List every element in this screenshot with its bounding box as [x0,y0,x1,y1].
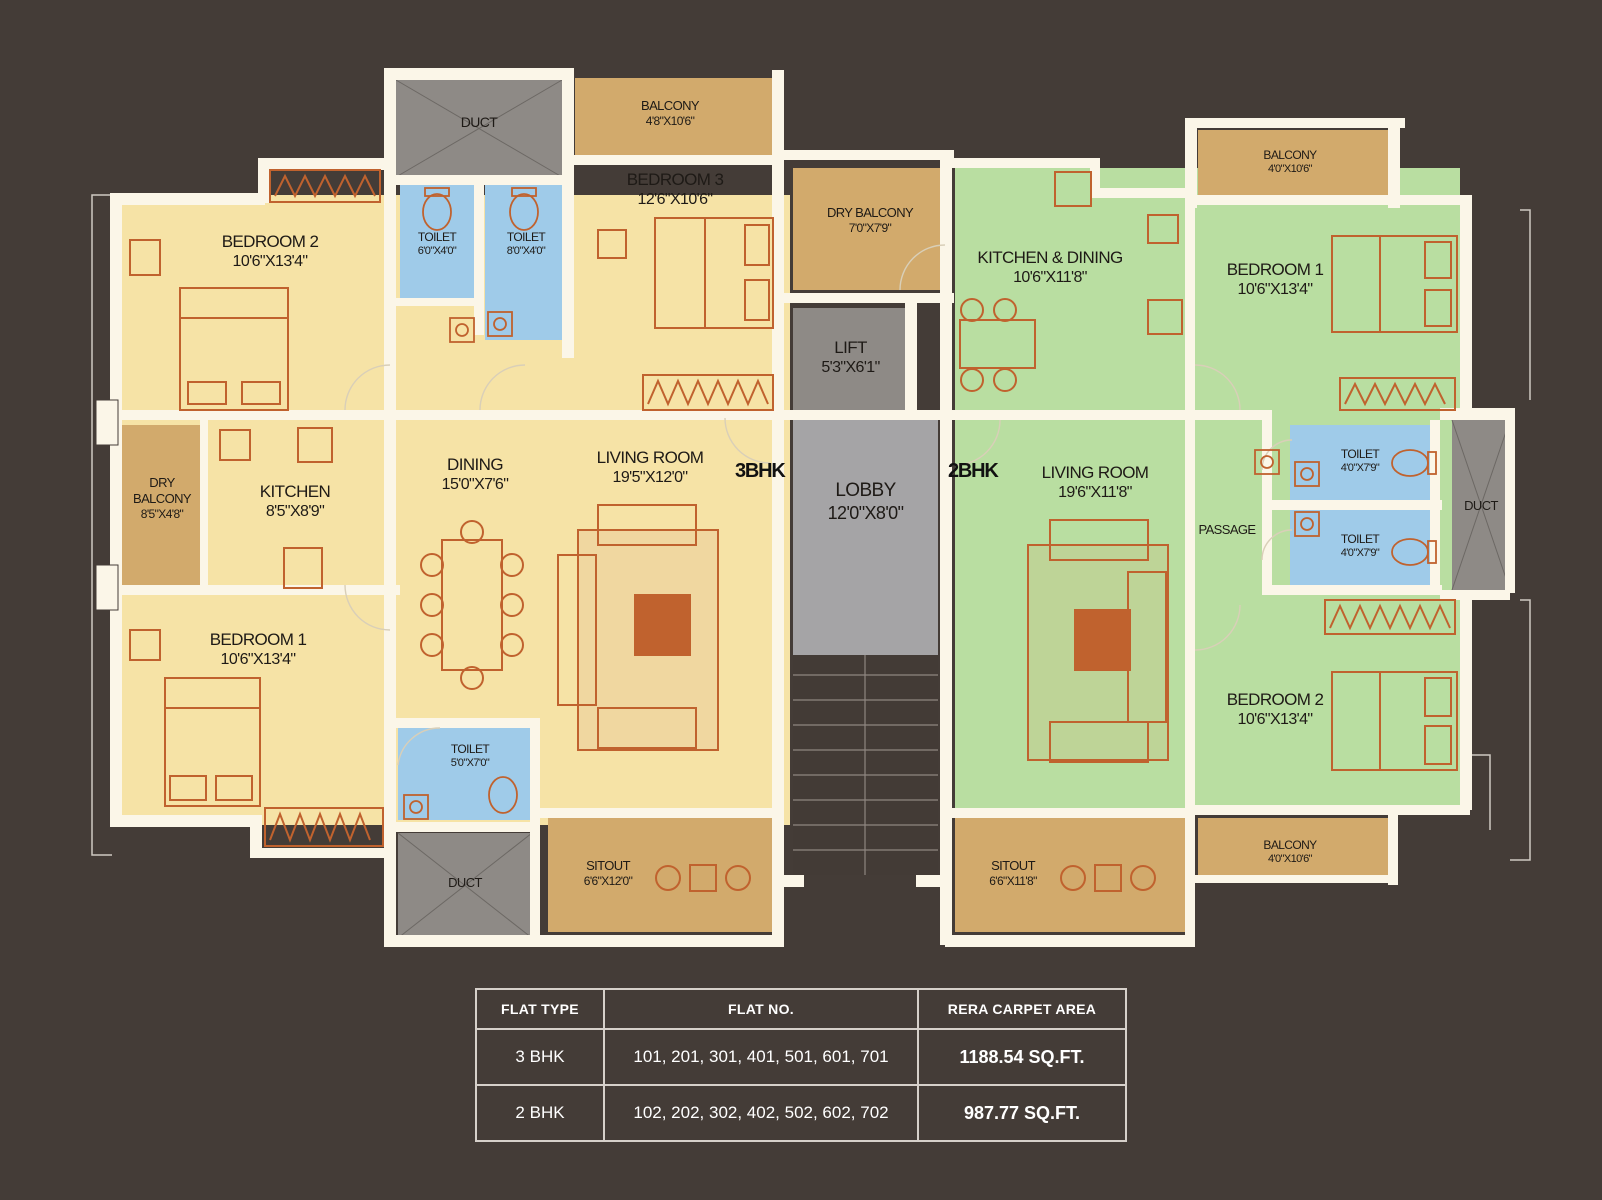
floor-plan [91,68,1531,947]
carpet-area-table: FLAT TYPE FLAT NO. RERA CARPET AREA 3 BH… [475,988,1127,1142]
toilet-a-fill [400,185,474,305]
balcony-right-bottom-fill [1198,818,1388,880]
furniture [129,169,1458,892]
header-carpet-area: RERA CARPET AREA [917,988,1127,1030]
cell-flat-type: 2 BHK [475,1084,605,1142]
walls [110,68,1515,947]
cell-flat-no: 102, 202, 302, 402, 502, 602, 702 [603,1084,919,1142]
lobby-fill [793,420,938,655]
sanitary [403,187,1437,820]
stair-steps [793,655,938,875]
header-flat-no: FLAT NO. [603,988,919,1030]
table-row: 3 BHK 101, 201, 301, 401, 501, 601, 701 … [475,1028,1127,1086]
dry-balcony-left-fill [122,425,202,590]
balcony-top-fill [575,78,782,158]
table-header-row: FLAT TYPE FLAT NO. RERA CARPET AREA [475,988,1127,1030]
balcony-right-top-fill [1198,130,1388,195]
flat-3bhk-tag: 3BHK [735,460,786,482]
toilet-b-fill [485,185,563,340]
table-row: 2 BHK 102, 202, 302, 402, 502, 602, 702 … [475,1084,1127,1142]
cell-flat-no: 101, 201, 301, 401, 501, 601, 701 [603,1028,919,1086]
header-flat-type: FLAT TYPE [475,988,605,1030]
toilet-e-fill [398,728,532,820]
cell-carpet-area: 987.77 SQ.FT. [917,1084,1127,1142]
outer-outline [91,194,1531,861]
cell-flat-type: 3 BHK [475,1028,605,1086]
dry-balcony-mid-fill [793,168,943,290]
window-marks [95,399,119,611]
cell-carpet-area: 1188.54 SQ.FT. [917,1028,1127,1086]
toilet-d-fill [1290,510,1440,585]
duct-crosses [395,79,1511,939]
sitout-3bhk-fill [548,818,780,932]
lift-fill [793,308,908,410]
sitout-2bhk-fill [955,818,1185,932]
flat-2bhk-tag: 2BHK [948,460,999,482]
